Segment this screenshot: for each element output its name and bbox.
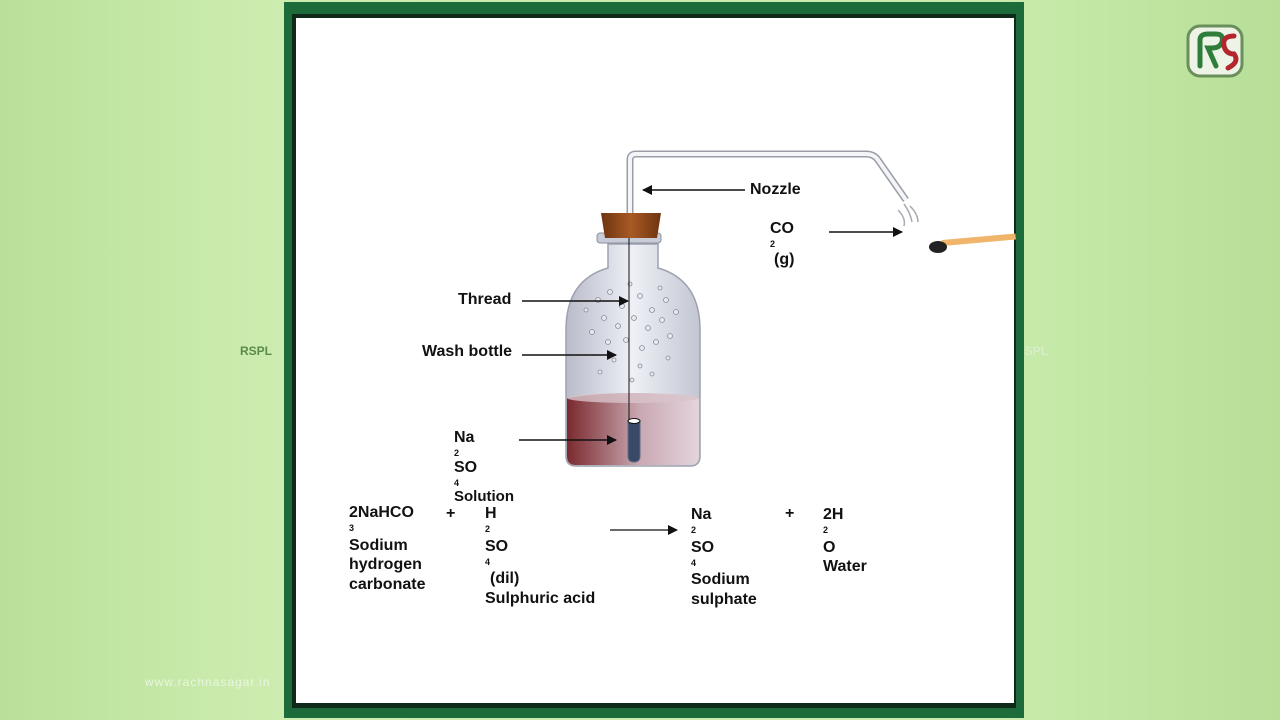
side-label-right: RSPL — [1016, 344, 1049, 358]
gas-puff-icon — [897, 203, 919, 227]
product1-so: SO — [691, 539, 715, 556]
delivery-tube — [626, 150, 919, 238]
reactant2-sub2: 2 — [485, 524, 491, 534]
product2-name: Water — [823, 558, 867, 575]
website-watermark: www.rachnasagar.in — [145, 675, 271, 689]
reactant1-name-line3: carbonate — [349, 576, 426, 593]
reactant2-state: (dil) — [490, 570, 520, 587]
gas-bubbles — [583, 281, 679, 383]
product2-sub2: 2 — [823, 525, 829, 535]
burning-matchstick — [929, 233, 1016, 253]
rspl-logo-icon — [1186, 24, 1244, 78]
solution-sub2: 2 — [454, 448, 460, 458]
co2-label: CO — [770, 220, 794, 237]
reactant1-name-line2: hydrogen — [349, 556, 422, 573]
wash-bottle-label: Wash bottle — [422, 343, 513, 360]
reactant1-name-line1: Sodium — [349, 537, 408, 554]
co2-subscript: 2 — [770, 239, 776, 249]
reactant1-formula: 2NaHCO — [349, 504, 414, 521]
nozzle-label: Nozzle — [750, 181, 801, 198]
co2-state: (g) — [774, 251, 795, 268]
solution-sub4: 4 — [454, 478, 460, 488]
solution-na-label: Na — [454, 429, 475, 446]
reactant2-so: SO — [485, 538, 509, 555]
product2-o: O — [823, 539, 836, 556]
product1-na: Na — [691, 506, 712, 523]
reactant1-subscript: 3 — [349, 523, 355, 533]
product1-name-line2: sulphate — [691, 591, 757, 608]
reactant2-h: H — [485, 505, 497, 522]
reactant2-name: Sulphuric acid — [485, 590, 596, 607]
product1-name-line1: Sodium — [691, 571, 750, 588]
thread-label: Thread — [458, 291, 512, 308]
product1-sub2: 2 — [691, 525, 697, 535]
plus-sign-1: + — [446, 505, 456, 522]
reactant2-sub4: 4 — [485, 557, 491, 567]
solution-so-label: SO — [454, 459, 478, 476]
solution-word: Solution — [454, 488, 514, 505]
test-tube — [627, 418, 641, 463]
product2-2h: 2H — [823, 506, 844, 523]
plus-sign-2: + — [785, 505, 795, 522]
side-label-left: RSPL — [240, 344, 273, 358]
product1-sub4: 4 — [691, 558, 697, 568]
cork-stopper — [601, 213, 661, 238]
